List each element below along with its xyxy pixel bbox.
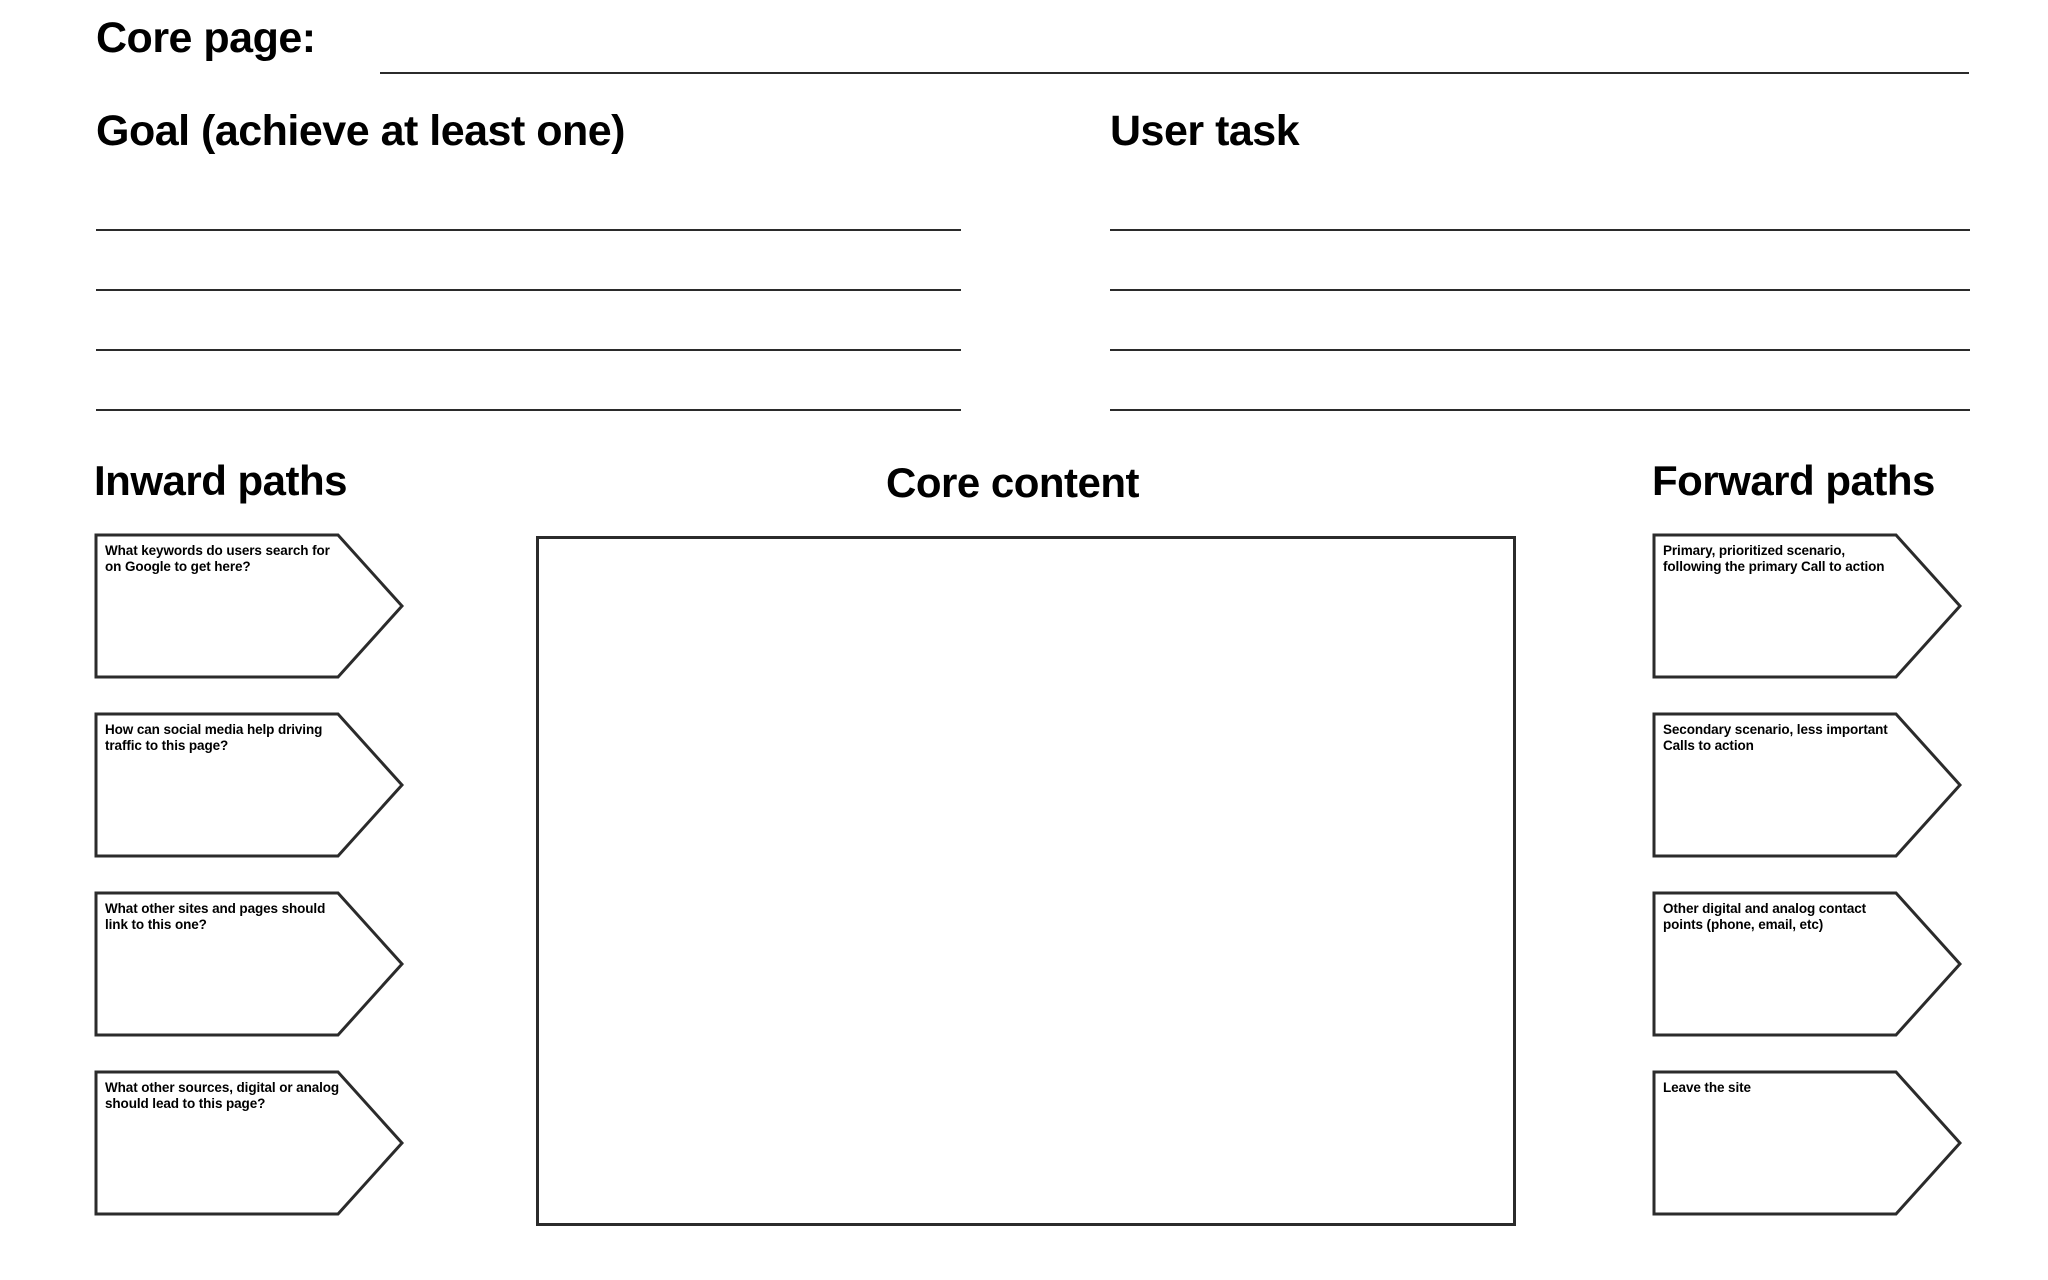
goal-input-line-3[interactable] <box>96 349 961 351</box>
forward-arrow-label-3: Other digital and analog contact points … <box>1663 901 1867 932</box>
inward-arrow-card-3[interactable]: What other sites and pages should link t… <box>94 891 404 1037</box>
inward-arrow-card-1[interactable]: What keywords do users search for on Goo… <box>94 533 404 679</box>
arrow-right-icon <box>94 712 404 858</box>
arrow-right-icon <box>94 533 404 679</box>
user-task-heading: User task <box>1110 107 1300 155</box>
core-content-heading: Core content <box>886 459 1140 506</box>
forward-paths-heading: Forward paths <box>1652 457 1935 504</box>
forward-arrow-card-2[interactable]: Secondary scenario, less important Calls… <box>1652 712 1962 858</box>
arrow-right-icon <box>94 1070 404 1216</box>
inward-arrow-label-4: What other sources, digital or analog sh… <box>105 1080 340 1111</box>
inward-paths-column: What keywords do users search for on Goo… <box>94 533 404 1216</box>
inward-arrow-card-2[interactable]: How can social media help driving traffi… <box>94 712 404 858</box>
arrow-right-icon <box>1652 712 1962 858</box>
inward-arrow-label-1: What keywords do users search for on Goo… <box>105 543 330 574</box>
goal-input-line-1[interactable] <box>96 229 961 231</box>
arrow-right-icon <box>1652 891 1962 1037</box>
user-task-input-line-2[interactable] <box>1110 289 1970 291</box>
inward-paths-heading: Inward paths <box>94 457 348 504</box>
arrow-right-icon <box>94 891 404 1037</box>
user-task-input-line-4[interactable] <box>1110 409 1970 411</box>
user-task-input-line-1[interactable] <box>1110 229 1970 231</box>
inward-arrow-card-4[interactable]: What other sources, digital or analog sh… <box>94 1070 404 1216</box>
arrow-right-icon <box>1652 533 1962 679</box>
forward-arrow-card-3[interactable]: Other digital and analog contact points … <box>1652 891 1962 1037</box>
arrow-right-icon <box>1652 1070 1962 1216</box>
forward-arrow-label-2: Secondary scenario, less important Calls… <box>1663 722 1888 753</box>
forward-arrow-label-4: Leave the site <box>1663 1080 1751 1095</box>
goal-input-line-4[interactable] <box>96 409 961 411</box>
user-task-input-line-3[interactable] <box>1110 349 1970 351</box>
forward-paths-column: Primary, prioritized scenario, following… <box>1652 533 1962 1216</box>
core-content-box[interactable] <box>536 536 1516 1226</box>
forward-arrow-card-1[interactable]: Primary, prioritized scenario, following… <box>1652 533 1962 679</box>
goal-heading: Goal (achieve at least one) <box>96 107 625 155</box>
forward-arrow-label-1: Primary, prioritized scenario, following… <box>1663 543 1885 574</box>
core-page-label: Core page: <box>96 14 316 62</box>
inward-arrow-label-3: What other sites and pages should link t… <box>105 901 326 932</box>
core-page-input-line[interactable] <box>380 72 1969 74</box>
forward-arrow-card-4[interactable]: Leave the site <box>1652 1070 1962 1216</box>
goal-input-line-2[interactable] <box>96 289 961 291</box>
inward-arrow-label-2: How can social media help driving traffi… <box>105 722 323 753</box>
